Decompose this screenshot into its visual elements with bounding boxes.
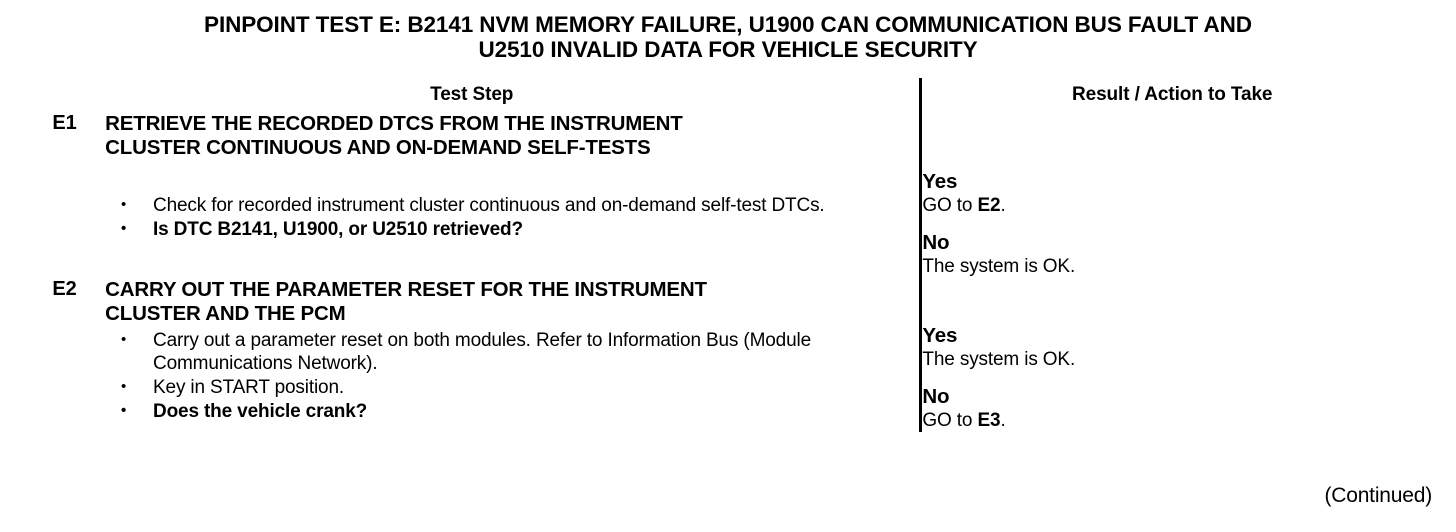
result-body-no-prefix: The system is OK.: [922, 256, 1076, 277]
column-header-result-action: Result / Action to Take: [919, 78, 1422, 112]
result-body-yes-target: E2: [977, 195, 1001, 216]
result-body-yes-suffix: .: [1000, 195, 1006, 216]
result-block-yes: Yes GO to E2.: [922, 170, 1422, 217]
page-title: PINPOINT TEST E: B2141 NVM MEMORY FAILUR…: [28, 12, 1428, 62]
table-header-row: Test Step Result / Action to Take: [24, 78, 1422, 112]
page-title-line-1: PINPOINT TEST E: B2141 NVM MEMORY FAILUR…: [204, 12, 1252, 37]
step-bullets-e1: Check for recorded instrument cluster co…: [24, 193, 923, 278]
result-cell-e1: Yes GO to E2. No The system is OK.: [921, 112, 1422, 278]
result-body-yes: The system is OK.: [922, 348, 1422, 371]
result-block-yes: Yes The system is OK.: [922, 324, 1422, 371]
result-cell-e2: Yes The system is OK. No GO to E3.: [921, 278, 1422, 432]
bullet-list-e1: Check for recorded instrument cluster co…: [24, 193, 919, 241]
result-body-no: The system is OK.: [922, 255, 1422, 278]
step-code-e1: E1: [52, 112, 77, 134]
result-head-yes: Yes: [922, 170, 958, 193]
list-item: Key in START position.: [24, 375, 919, 399]
list-item: Carry out a parameter reset on both modu…: [24, 328, 919, 375]
table-row: E1 RETRIEVE THE RECORDED DTCS FROM THE I…: [24, 112, 1422, 277]
step-code-e2: E2: [52, 278, 77, 300]
column-header-test-step: Test Step: [430, 84, 514, 105]
bullet-list-e2: Carry out a parameter reset on both modu…: [24, 328, 919, 423]
result-spacer: [922, 112, 1422, 170]
result-body-yes-prefix: GO to: [922, 195, 978, 216]
continued-label: (Continued): [1324, 484, 1432, 507]
result-head-no: No: [922, 231, 950, 254]
result-body-no-suffix: .: [1000, 410, 1006, 431]
result-body-no-target: E3: [977, 410, 1001, 431]
step-title-e1: RETRIEVE THE RECORDED DTCS FROM THE INST…: [105, 112, 923, 195]
page-title-line-2: U2510 INVALID DATA FOR VEHICLE SECURITY: [478, 37, 978, 62]
result-block-no: No The system is OK.: [922, 231, 1422, 278]
result-body-no: GO to E3.: [922, 409, 1422, 432]
result-body-yes: GO to E2.: [922, 194, 1422, 217]
list-item: Is DTC B2141, U1900, or U2510 retrieved?: [24, 217, 919, 241]
table-row: Check for recorded instrument cluster co…: [24, 193, 1422, 278]
list-item: Does the vehicle crank?: [24, 399, 919, 423]
result-body-yes-prefix: The system is OK.: [922, 349, 1076, 370]
result-head-yes: Yes: [922, 324, 958, 347]
result-head-no: No: [922, 385, 950, 408]
result-body-no-prefix: GO to: [922, 410, 978, 431]
table-row: Carry out a parameter reset on both modu…: [24, 328, 1422, 432]
step-bullets-e2: Carry out a parameter reset on both modu…: [24, 328, 923, 432]
step-title-e2: CARRY OUT THE PARAMETER RESET FOR THE IN…: [105, 278, 923, 329]
pinpoint-test-table: Test Step Result / Action to Take E1 RET…: [24, 78, 1422, 432]
result-block-no: No GO to E3.: [922, 385, 1422, 432]
table-row: E2 CARRY OUT THE PARAMETER RESET FOR THE…: [24, 278, 1422, 431]
result-spacer: [922, 278, 1422, 324]
list-item: Check for recorded instrument cluster co…: [24, 193, 919, 217]
